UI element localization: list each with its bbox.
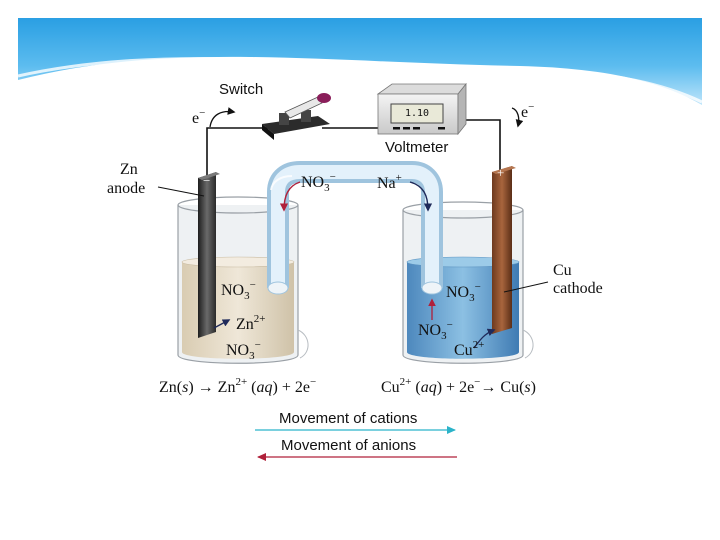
- copper-electrode: [492, 166, 516, 334]
- zn-leader-line: [157, 186, 205, 197]
- voltmeter-label: Voltmeter: [385, 139, 449, 156]
- legend-anions: Movement of anions: [281, 437, 417, 454]
- cation-movement-arrowhead: [447, 426, 456, 434]
- right-ion-copper: Cu2+: [454, 339, 485, 359]
- bridge-anion-arrow: [279, 181, 301, 212]
- cathode-sign: +: [497, 165, 505, 180]
- electron-arrow-left: [209, 107, 236, 128]
- electron-arrow-right: [511, 107, 524, 128]
- cu-leader-line: [503, 281, 549, 293]
- bridge-anion-label: NO3−: [301, 171, 336, 194]
- anion-movement-arrowhead: [257, 453, 266, 461]
- zn-label: Zn: [120, 161, 138, 178]
- anode-label: anode: [107, 180, 146, 197]
- switch-label: Switch: [219, 81, 264, 98]
- anode-half-reaction: Zn(s) → Zn2+ (aq) + 2e−: [159, 376, 317, 396]
- switch[interactable]: [262, 93, 331, 140]
- left-ion-nitrate-1: NO3−: [221, 279, 256, 302]
- voltmeter-reading: 1.10: [404, 108, 430, 119]
- voltmeter: [376, 82, 467, 136]
- zn-ion-arrow: [213, 319, 231, 329]
- zinc-electrode: [198, 172, 220, 338]
- legend-cations: Movement of cations: [279, 410, 418, 427]
- electron-label-left: e−: [192, 107, 206, 127]
- cu-label: Cu: [553, 262, 572, 279]
- circuit-wire: [206, 119, 501, 178]
- bridge-cation-arrow: [409, 181, 433, 212]
- cu-ion-arrow: [473, 328, 496, 349]
- header-banner: [17, 18, 703, 105]
- left-ion-zinc: Zn2+: [236, 313, 266, 333]
- right-ion-nitrate-2: NO3−: [418, 319, 453, 342]
- electron-label-right: e−: [521, 101, 535, 121]
- left-ion-nitrate-2: NO3−: [226, 339, 261, 362]
- right-ion-nitrate-1: NO3−: [446, 281, 481, 304]
- anode-sign: −: [203, 173, 211, 188]
- cathode-label: cathode: [553, 280, 603, 297]
- bridge-cation-label: Na+: [377, 172, 402, 192]
- cathode-half-reaction: Cu2+ (aq) + 2e−→ Cu(s): [381, 376, 536, 396]
- salt-bridge: [267, 161, 443, 295]
